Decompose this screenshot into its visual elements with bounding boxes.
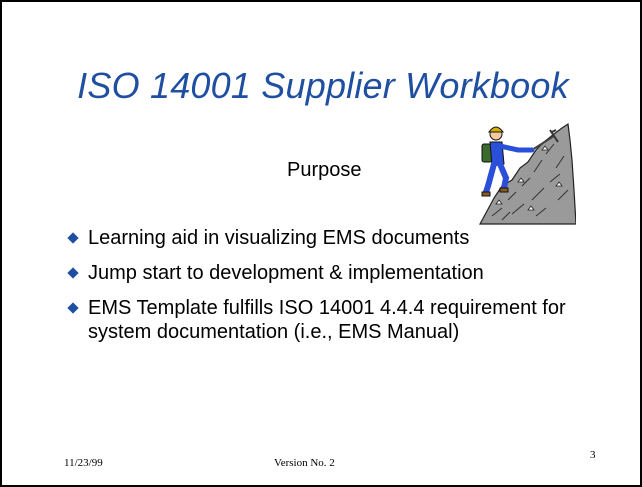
bullet-item: Jump start to development & implementati… <box>66 261 626 285</box>
bullet-text: Learning aid in visualizing EMS document… <box>88 227 470 249</box>
diamond-bullet-icon <box>67 267 79 279</box>
diamond-bullet-icon <box>67 302 79 314</box>
bullet-item: Learning aid in visualizing EMS document… <box>66 226 626 250</box>
bullet-text: Jump start to development & implementati… <box>88 262 484 284</box>
bullet-item: EMS Template fulfills ISO 14001 4.4.4 re… <box>66 296 626 344</box>
page-number: 3 <box>590 449 596 461</box>
slide-subtitle: Purpose <box>287 159 362 181</box>
bullet-list: Learning aid in visualizing EMS document… <box>66 226 626 355</box>
footer-version: Version No. 2 <box>274 457 335 469</box>
diamond-bullet-icon <box>67 232 79 244</box>
footer-date: 11/23/99 <box>64 457 103 469</box>
slide-title: ISO 14001 Supplier Workbook <box>77 65 569 106</box>
bullet-text: EMS Template fulfills ISO 14001 4.4.4 re… <box>88 297 566 343</box>
mountain-climber-icon <box>478 122 576 225</box>
